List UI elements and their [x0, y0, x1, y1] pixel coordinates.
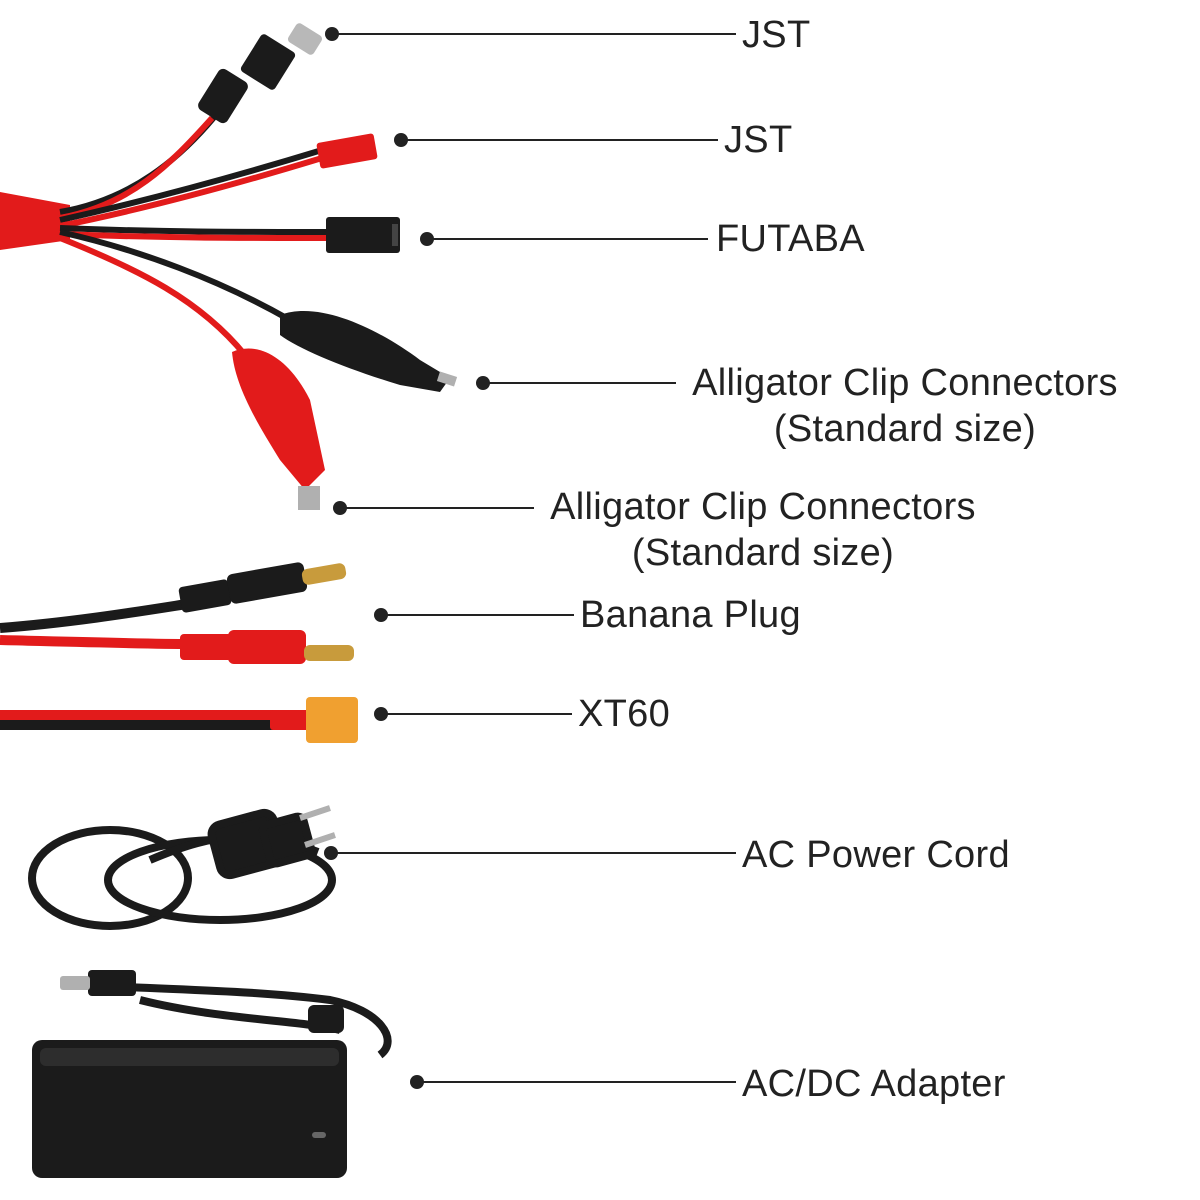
label-alligator-red-line2: (Standard size) [631, 532, 895, 574]
jst-red-connector [316, 133, 378, 169]
label-jst-top: JST [742, 14, 811, 56]
label-xt60: XT60 [578, 693, 671, 735]
ac-power-cord [28, 805, 336, 930]
harness-sleeve [0, 192, 70, 250]
alligator-clip-black [280, 311, 458, 392]
dc-barrel-plug [88, 970, 136, 996]
label-futaba: FUTABA [716, 218, 865, 260]
leader-dots [324, 27, 490, 1089]
futaba-connector [326, 217, 400, 253]
banana-plug-pair [0, 562, 354, 664]
leader-lines [331, 33, 736, 1083]
ac-dc-adapter [32, 970, 392, 1178]
adapter-led [312, 1132, 326, 1138]
label-ac-power-cord: AC Power Cord [742, 834, 1010, 876]
alligator-clip-red [232, 348, 325, 510]
label-alligator-red-line1: Alligator Clip Connectors [550, 486, 976, 528]
xt60-connector [306, 697, 358, 743]
label-banana-plug: Banana Plug [580, 594, 801, 636]
adapter-body [32, 1040, 347, 1178]
label-alligator-black-line2: (Standard size) [773, 408, 1037, 450]
label-alligator-black-line1: Alligator Clip Connectors [692, 362, 1118, 404]
label-alligator-red: Alligator Clip Connectors (Standard size… [538, 484, 988, 576]
jst-black-connector [198, 23, 323, 124]
label-jst-red: JST [724, 119, 793, 161]
charging-harness [0, 23, 458, 510]
xt60-lead [0, 697, 358, 743]
label-alligator-black: Alligator Clip Connectors (Standard size… [680, 360, 1130, 452]
label-ac-dc-adapter: AC/DC Adapter [742, 1063, 1006, 1105]
